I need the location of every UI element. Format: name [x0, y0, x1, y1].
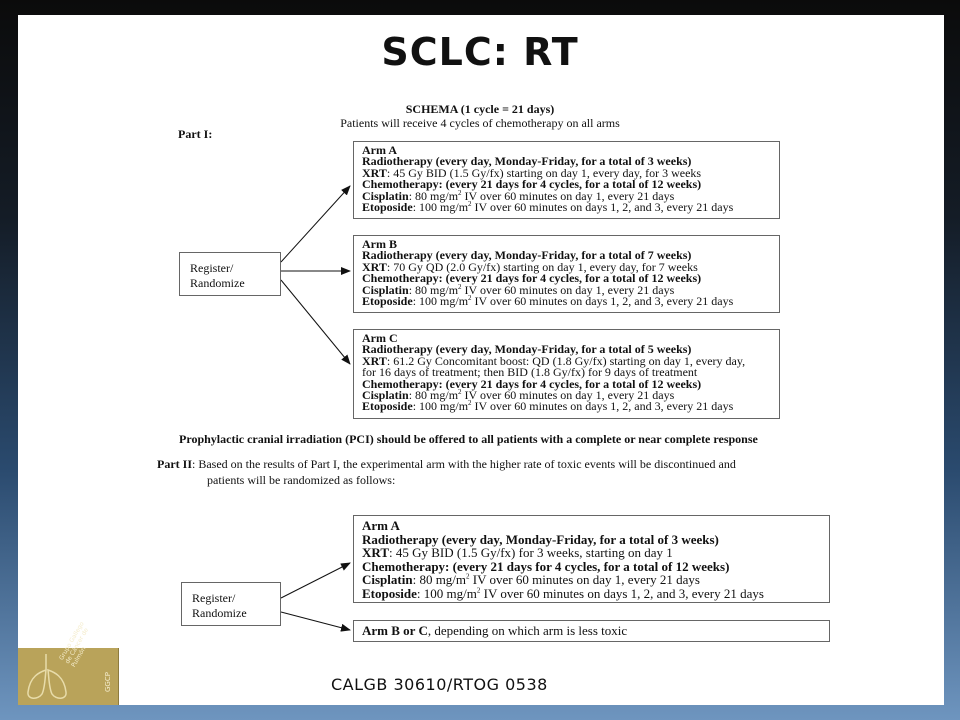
p2-register-line2: Randomize	[192, 606, 247, 620]
p2-register-randomize-box: Register/ Randomize	[181, 582, 281, 626]
p2-arm-a-xrt-text: : 45 Gy BID (1.5 Gy/fx) for 3 weeks, sta…	[389, 545, 673, 560]
arm-a-rt: Radiotherapy (every day, Monday-Friday, …	[362, 154, 692, 169]
arm-b-etoposide: Etoposide: 100 mg/m2 IV over 60 minutes …	[362, 294, 771, 309]
arm-b-cisplatin: Cisplatin: 80 mg/m2 IV over 60 minutes o…	[362, 282, 771, 297]
p2-arm-a-cisplatin: Cisplatin: 80 mg/m2 IV over 60 minutes o…	[362, 573, 821, 587]
p2-arm-a-eto-post: IV over 60 minutes on days 1, 2, and 3, …	[480, 585, 764, 601]
part2-line2: patients will be randomized as follows:	[207, 473, 396, 487]
arm-b-chemo: Chemotherapy: (every 21 days for 4 cycle…	[362, 271, 702, 286]
arm-b-eto-label: Etoposide	[362, 294, 413, 309]
p2-arm-bc-box: Arm B or C, depending on which arm is le…	[353, 620, 830, 642]
arm-b-cis-label: Cisplatin	[362, 282, 409, 297]
arm-a-box: Arm A Radiotherapy (every day, Monday-Fr…	[353, 141, 780, 219]
arm-a-etoposide: Etoposide: 100 mg/m2 IV over 60 minutes …	[362, 200, 771, 215]
arm-c-xrt-line2: for 16 days of treatment; then BID (1.8 …	[362, 365, 698, 380]
p2-register-line1: Register/	[192, 591, 236, 605]
arm-b-cis-sup: 2	[458, 282, 462, 291]
p2-arm-bc-name: Arm B or C	[362, 623, 428, 638]
arm-c-eto-post: IV over 60 minutes on days 1, 2, and 3, …	[471, 399, 734, 414]
arm-c-cis-pre: : 80 mg/m	[408, 388, 459, 403]
arrow-to-p2-arm-bc	[280, 611, 351, 632]
lungs-icon	[27, 654, 67, 699]
part2-text: Part II: Based on the results of Part I,…	[157, 456, 736, 488]
arm-a-xrt: XRT: 45 Gy BID (1.5 Gy/fx) starting on d…	[362, 165, 771, 180]
ggcp-logo	[18, 648, 119, 705]
register-line2: Randomize	[190, 276, 245, 290]
arm-c-xrt-label: XRT	[362, 353, 387, 368]
arm-c-xrt: XRT: 61.2 Gy Concomitant boost: QD (1.8 …	[362, 353, 771, 368]
logo-abbr: GGCP	[104, 672, 112, 692]
arm-c-chemo: Chemotherapy: (every 21 days for 4 cycle…	[362, 376, 702, 391]
arm-a-eto-label: Etoposide	[362, 200, 413, 215]
p2-arm-a-xrt: XRT: 45 Gy BID (1.5 Gy/fx) for 3 weeks, …	[362, 546, 821, 560]
arm-b-eto-post: IV over 60 minutes on days 1, 2, and 3, …	[471, 294, 734, 309]
arm-a-xrt-label: XRT	[362, 165, 387, 180]
part2-label: Part II	[157, 457, 192, 471]
arm-c-cis-label: Cisplatin	[362, 388, 409, 403]
arrow-to-p2-arm-a	[280, 562, 351, 599]
p2-arm-a-rt: Radiotherapy (every day, Monday-Friday, …	[362, 531, 719, 547]
arm-c-cisplatin: Cisplatin: 80 mg/m2 IV over 60 minutes o…	[362, 388, 771, 403]
arm-a-chemo: Chemotherapy: (every 21 days for 4 cycle…	[362, 177, 702, 192]
arm-b-cis-pre: : 80 mg/m	[408, 282, 459, 297]
arm-c-name: Arm C	[362, 331, 398, 345]
register-line1: Register/	[190, 261, 234, 275]
arm-a-cis-pre: : 80 mg/m	[408, 188, 459, 203]
arm-b-name: Arm B	[362, 237, 397, 251]
p2-arm-a-cis-post: IV over 60 minutes on day 1, every 21 da…	[469, 572, 700, 587]
p2-arm-a-etoposide: Etoposide: 100 mg/m2 IV over 60 minutes …	[362, 585, 821, 601]
arm-c-cis-sup: 2	[458, 388, 462, 397]
part1-label: Part I:	[178, 127, 213, 141]
p2-arm-a-name: Arm A	[362, 518, 400, 533]
slide-title: SCLC: RT	[381, 30, 579, 74]
arm-a-cis-label: Cisplatin	[362, 188, 409, 203]
p2-arm-a-box: Arm A Radiotherapy (every day, Monday-Fr…	[353, 515, 830, 603]
p2-arm-a-chemo: Chemotherapy: (every 21 days for 4 cycle…	[362, 558, 730, 574]
p2-arm-a-eto-pre: : 100 mg/m	[416, 585, 477, 601]
arm-a-eto-pre: : 100 mg/m	[412, 200, 469, 215]
arm-c-rt: Radiotherapy (every day, Monday-Friday, …	[362, 342, 692, 357]
arm-b-rt: Radiotherapy (every day, Monday-Friday, …	[362, 248, 692, 263]
arm-b-eto-sup: 2	[468, 294, 472, 303]
arrow-to-arm-c	[280, 279, 351, 365]
arm-a-eto-sup: 2	[468, 200, 472, 209]
p2-arm-a-cis-pre: : 80 mg/m	[412, 572, 467, 587]
arm-b-xrt-label: XRT	[362, 259, 387, 274]
arm-c-xrt-text: : 61.2 Gy Concomitant boost: QD (1.8 Gy/…	[386, 353, 746, 368]
arm-a-cis-sup: 2	[458, 188, 462, 197]
schema-title: SCHEMA (1 cycle = 21 days)	[405, 102, 555, 116]
arm-c-box: Arm C Radiotherapy (every day, Monday-Fr…	[353, 329, 780, 419]
p2-arm-a-cis-label: Cisplatin	[362, 572, 413, 587]
arm-c-eto-label: Etoposide	[362, 399, 413, 414]
arm-b-xrt: XRT: 70 Gy QD (2.0 Gy/fx) starting on da…	[362, 259, 771, 274]
register-randomize-box: Register/ Randomize	[179, 252, 281, 296]
arm-c-cis-post: IV over 60 minutes on day 1, every 21 da…	[461, 388, 675, 403]
p2-arm-a-cis-sup: 2	[466, 572, 470, 581]
p2-arm-a-xrt-label: XRT	[362, 545, 389, 560]
arm-a-xrt-text: : 45 Gy BID (1.5 Gy/fx) starting on day …	[386, 165, 702, 180]
schema-subtitle: Patients will receive 4 cycles of chemot…	[340, 116, 620, 130]
arm-a-cis-post: IV over 60 minutes on day 1, every 21 da…	[461, 188, 675, 203]
arrow-to-arm-a	[280, 185, 351, 263]
arm-c-eto-sup: 2	[468, 399, 472, 408]
arm-c-eto-pre: : 100 mg/m	[412, 399, 469, 414]
p2-arm-bc-text: , depending on which arm is less toxic	[427, 623, 628, 638]
part2-line1: : Based on the results of Part I, the ex…	[192, 457, 736, 471]
p2-arm-a-eto-label: Etoposide	[362, 585, 417, 601]
arm-b-xrt-text: : 70 Gy QD (2.0 Gy/fx) starting on day 1…	[386, 259, 698, 274]
arm-a-name: Arm A	[362, 143, 397, 157]
arm-c-etoposide: Etoposide: 100 mg/m2 IV over 60 minutes …	[362, 399, 771, 414]
arm-b-cis-post: IV over 60 minutes on day 1, every 21 da…	[461, 282, 675, 297]
footer-study-id: CALGB 30610/RTOG 0538	[331, 675, 548, 694]
arm-a-eto-post: IV over 60 minutes on days 1, 2, and 3, …	[471, 200, 734, 215]
pci-note: Prophylactic cranial irradiation (PCI) s…	[179, 432, 758, 446]
p2-arm-a-eto-sup: 2	[476, 586, 481, 595]
arm-a-cisplatin: Cisplatin: 80 mg/m2 IV over 60 minutes o…	[362, 188, 771, 203]
arm-b-box: Arm B Radiotherapy (every day, Monday-Fr…	[353, 235, 780, 313]
arm-b-eto-pre: : 100 mg/m	[412, 294, 469, 309]
